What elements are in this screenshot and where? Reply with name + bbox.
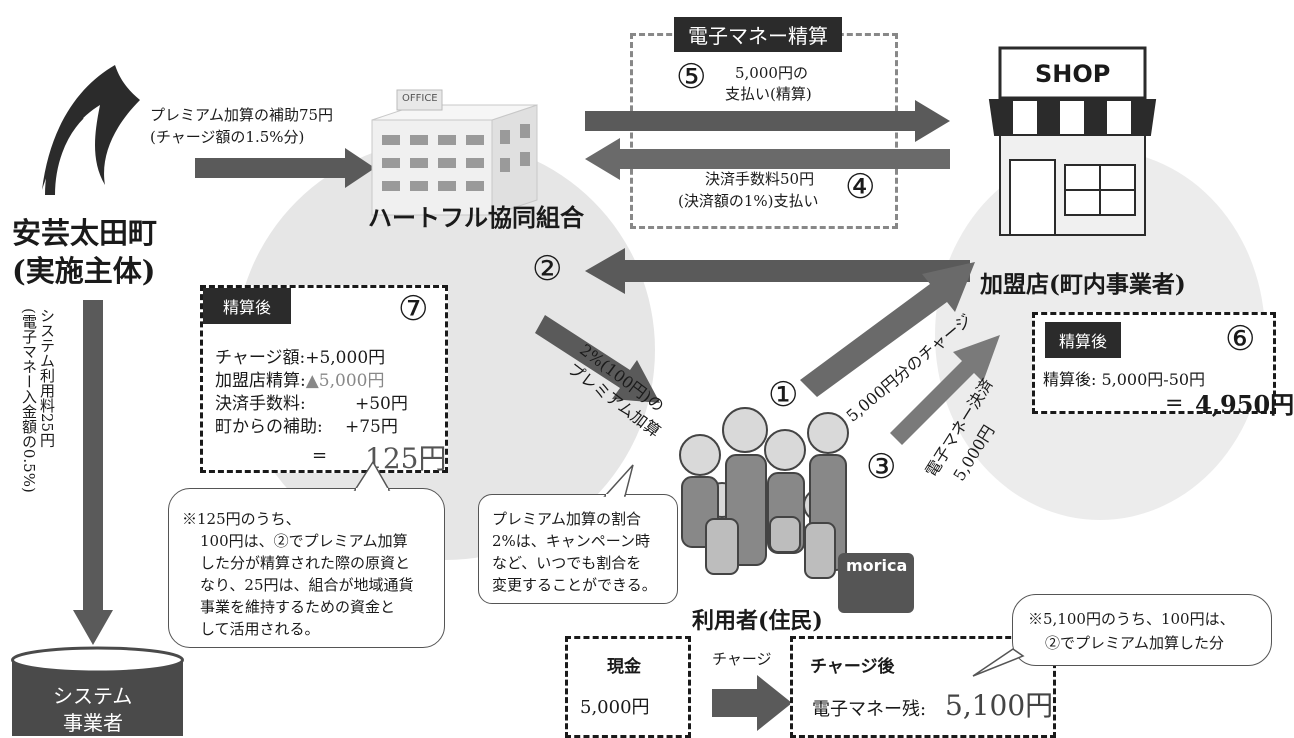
shop-icon <box>988 46 1157 236</box>
morica-card-label: morica <box>846 556 908 575</box>
morica-card <box>838 553 914 613</box>
step-7-number: ⑦ <box>398 289 429 329</box>
shop-settlement-equals: = <box>1165 391 1184 416</box>
charge-step-label: チャージ <box>712 650 772 668</box>
note-125-line5: 事業を維持するための資金と <box>200 598 396 616</box>
note-125-line1: ※125円のうち、 <box>182 510 301 528</box>
note-5100-bubble <box>1012 594 1272 666</box>
office-sign: OFFICE <box>402 93 438 104</box>
system-name-line2: 事業者 <box>63 711 123 735</box>
step-5-number: ⑤ <box>676 57 707 97</box>
settlement-row-4-value: +75円 <box>345 417 398 437</box>
town-name: 安芸太田町 <box>12 216 158 250</box>
system-fee-line2: (電子マネー入金額の0.5%) <box>20 308 38 493</box>
settlement-title: 電子マネー精算 <box>674 17 842 52</box>
after-charge-title: チャージ後 <box>810 657 895 677</box>
shop-name: 加盟店(町内事業者) <box>980 271 1186 298</box>
payment-label-line2: 支払い(精算) <box>725 85 812 103</box>
emoney-payment-arrow <box>890 335 1000 445</box>
system-database-icon <box>11 646 184 736</box>
charge-arrow <box>800 262 975 397</box>
shop-settlement-title: 精算後 <box>1045 322 1122 358</box>
settlement-row-4-label: 町からの補助: <box>215 417 323 437</box>
note-premium-line4: 変更することができる。 <box>492 576 657 594</box>
note-125-line4: なり、25円は、組合が地域通貨 <box>200 576 414 594</box>
cash-title: 現金 <box>607 657 641 677</box>
settlement-row-3-value: +50円 <box>355 394 408 414</box>
premium-arrow <box>535 315 660 403</box>
settlement-row-2-value: ▲5,000円 <box>305 371 385 391</box>
note-125-bubble-tail <box>353 460 391 492</box>
note-5100-line1: ※5,100円のうち、100円は、 <box>1028 610 1235 628</box>
settlement-row-2: 加盟店精算:▲5,000円 <box>215 366 384 391</box>
users-name: 利用者(住民) <box>692 608 823 634</box>
fee-label-line1: 決済手数料50円 <box>705 170 815 188</box>
office-building-icon <box>371 89 538 216</box>
shop-settlement-total: 4,950円 <box>1195 390 1294 419</box>
step-6-number: ⑥ <box>1225 319 1256 359</box>
after-charge-label: 電子マネー残: <box>812 699 927 720</box>
charge-step-arrow <box>712 675 792 731</box>
settlement-row-1: チャージ額:+5,000円 <box>215 343 385 368</box>
cash-box <box>565 636 691 738</box>
note-5100-line2: ②でプレミアム加算した分 <box>1045 634 1224 652</box>
town-logo-icon <box>42 65 140 196</box>
note-premium-bubble-tail <box>603 464 634 498</box>
note-125-line2: 100円は、②でプレミアム加算 <box>200 532 408 550</box>
settlement-row-3-label: 決済手数料: <box>215 394 306 414</box>
shop-settlement-line1: 精算後: 5,000円-50円 <box>1043 370 1206 389</box>
subsidy-arrow <box>195 148 375 188</box>
settlement-row-2-label: 加盟店精算: <box>215 371 306 391</box>
note-premium-line3: など、いつでも割合を <box>492 554 642 572</box>
town-role: (実施主体) <box>12 254 156 288</box>
step-4-number: ④ <box>845 167 876 207</box>
note-125-line6: して活用される。 <box>200 620 320 638</box>
note-125-bubble <box>168 488 445 648</box>
system-fee-line1: システム利用料25円 <box>38 308 56 448</box>
premium-settlement-arrow <box>585 248 970 294</box>
settlement-row-1-label: チャージ額: <box>215 348 306 368</box>
union-name: ハートフル協同組合 <box>368 203 584 232</box>
step-2-number: ② <box>532 249 563 289</box>
fee-arrow <box>585 138 950 180</box>
note-5100-bubble-tail <box>972 648 1025 677</box>
step-1-number: ① <box>768 375 799 415</box>
settlement-equals: = <box>312 445 328 466</box>
note-premium-line2: 2%は、キャンペーン時 <box>492 532 651 550</box>
fee-label-line2: (決済額の1%)支払い <box>678 192 819 210</box>
settlement-total: 125円 <box>365 442 447 475</box>
note-125-line3: した分が精算された際の原資と <box>200 554 411 572</box>
settlement-row-1-value: +5,000円 <box>305 348 386 368</box>
step-3-number: ③ <box>866 447 897 487</box>
subsidy-label-line1: プレミアム加算の補助75円 <box>150 106 334 124</box>
payment-label-line1: 5,000円の <box>735 64 808 82</box>
system-fee-label: システム利用料25円 (電子マネー入金額の0.5%) <box>20 308 56 548</box>
union-settlement-title: 精算後 <box>203 288 292 324</box>
note-premium-bubble <box>478 494 678 604</box>
cash-value: 5,000円 <box>580 697 650 718</box>
after-charge-value: 5,100円 <box>945 689 1054 722</box>
system-name-line1: システム <box>53 684 133 708</box>
note-premium-line1: プレミアム加算の割合 <box>492 510 641 528</box>
shop-sign: SHOP <box>1035 60 1111 88</box>
family-illustration-icon <box>679 407 849 579</box>
subsidy-label-line2: (チャージ額の1.5%分) <box>150 128 305 146</box>
payment-arrow <box>585 100 950 142</box>
system-fee-arrow <box>73 300 113 645</box>
